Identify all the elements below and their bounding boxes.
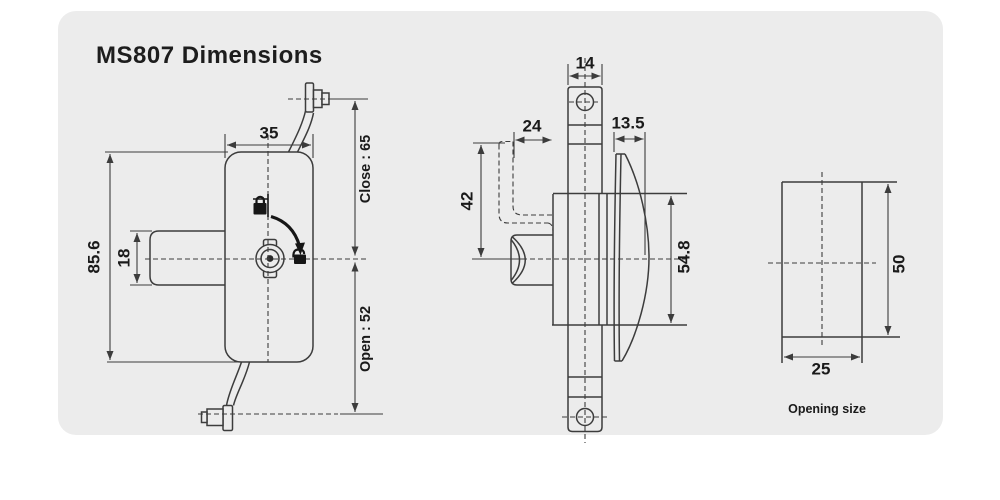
opening-size-drawing xyxy=(768,172,900,363)
dim-side-lever-offset: 24 xyxy=(522,116,542,136)
lever-position-mark xyxy=(253,194,269,217)
bottom-knob-head xyxy=(206,408,224,427)
dim-side-lever-height: 42 xyxy=(457,191,477,211)
cam-side xyxy=(613,153,650,362)
dim-side-mount-height: 54.8 xyxy=(674,240,694,274)
locked-padlock-icon xyxy=(253,195,267,215)
dim-front-housing-height: 18 xyxy=(114,248,134,268)
knob-side xyxy=(510,234,553,286)
dim-side-cam-offset: 13.5 xyxy=(611,113,645,133)
page-title: MS807 Dimensions xyxy=(96,42,323,69)
dim-front-body-width: 35 xyxy=(259,123,279,143)
dim-opening-height: 50 xyxy=(889,254,909,274)
phantom-lever xyxy=(498,140,554,232)
drawing-card xyxy=(58,11,943,435)
unlocked-padlock-icon xyxy=(292,248,306,264)
opening-size-caption: Opening size xyxy=(788,401,866,416)
side-view-drawing xyxy=(472,58,688,443)
top-knob-plate xyxy=(304,82,315,113)
front-view-drawing xyxy=(105,82,383,432)
dim-close-stroke: Close : 65 xyxy=(357,134,374,204)
bottom-knob-plate xyxy=(222,404,234,432)
dim-side-bracket-width: 14 xyxy=(575,53,595,73)
mount-hole-bottom xyxy=(575,407,595,427)
dim-opening-width: 25 xyxy=(811,359,831,379)
dim-open-stroke: Open : 52 xyxy=(357,305,374,373)
dim-front-body-height: 85.6 xyxy=(84,240,104,274)
